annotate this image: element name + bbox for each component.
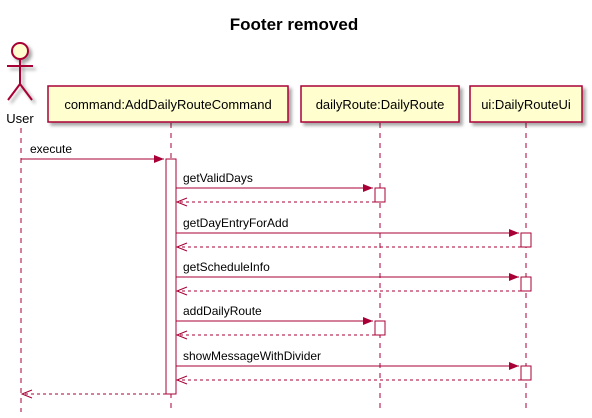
message-label-getvaliddays: getValidDays	[183, 171, 253, 185]
participant-label-command: command:AddDailyRouteCommand	[64, 97, 271, 112]
activation-ui-2	[520, 276, 532, 292]
message-return-getscheduleinfo	[175, 286, 521, 296]
stick-figure-actor-icon	[7, 42, 33, 101]
diagram-title: Footer removed	[230, 15, 358, 34]
message-return-getdayentryforadd	[175, 242, 521, 252]
activation-dailyroute-1	[374, 187, 386, 203]
activation-ui-3	[520, 365, 532, 381]
lifelines	[20, 123, 527, 412]
participant-command: command:AddDailyRouteCommand	[47, 85, 289, 123]
participant-label-dailyroute: dailyRoute:DailyRoute	[316, 97, 445, 112]
message-return-to-user	[20, 389, 166, 399]
message-label-getdayentryforadd: getDayEntryForAdd	[183, 216, 288, 230]
actor-label-user: User	[6, 111, 34, 126]
message-adddailyroute: addDailyRoute	[176, 304, 373, 325]
message-getvaliddays: getValidDays	[176, 171, 373, 192]
activation-ui-1	[520, 232, 532, 248]
message-label-execute: execute	[30, 142, 72, 156]
message-return-adddailyroute	[175, 330, 375, 340]
participant-ui: ui:DailyRouteUi	[469, 85, 583, 123]
message-getscheduleinfo: getScheduleInfo	[176, 260, 519, 281]
participant-dailyroute: dailyRoute:DailyRoute	[300, 85, 460, 123]
message-execute: execute	[21, 142, 164, 163]
message-label-showmessagewithdivider: showMessageWithDivider	[183, 349, 321, 363]
message-getdayentryforadd: getDayEntryForAdd	[176, 216, 519, 237]
message-return-showmessagewithdivider	[175, 375, 521, 385]
message-showmessagewithdivider: showMessageWithDivider	[176, 349, 519, 370]
activation-command	[165, 158, 177, 395]
activation-dailyroute-2	[374, 320, 386, 336]
message-return-getvaliddays	[175, 197, 375, 207]
message-label-adddailyroute: addDailyRoute	[183, 304, 262, 318]
message-label-getscheduleinfo: getScheduleInfo	[183, 260, 270, 274]
participant-label-ui: ui:DailyRouteUi	[481, 97, 571, 112]
